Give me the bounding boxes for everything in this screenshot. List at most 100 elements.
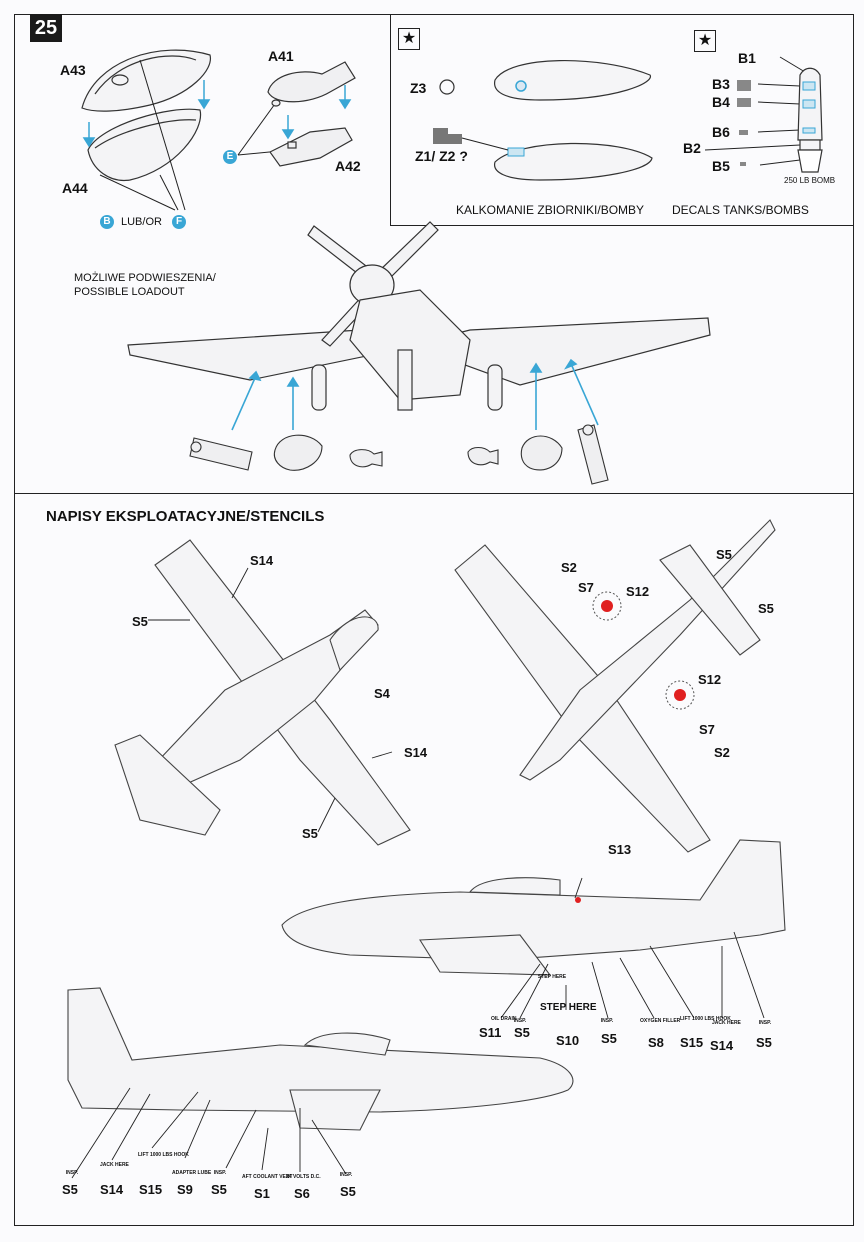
tank-side-decal [507, 147, 525, 157]
part-a44-label: A44 [62, 180, 88, 196]
stencil-s5-c-text: INSP. [758, 1020, 772, 1026]
step-number: 25 [30, 14, 62, 42]
stencil-s12-bottom: S12 [698, 672, 722, 687]
part-a41-label: A41 [268, 48, 294, 64]
badge-f: F [172, 215, 186, 229]
decal-caption-pl: KALKOMANIE ZBIORNIKI/BOMBY [456, 203, 645, 217]
part-a43-label: A43 [60, 62, 86, 78]
stencil-s5-left: S5 [132, 614, 148, 629]
badge-b: B [100, 215, 114, 229]
stencil-left-s14: S14 [100, 1182, 124, 1197]
stencil-s5-b: S5 [601, 1031, 617, 1046]
stencil-s8: S8 [648, 1035, 664, 1050]
decal-b5-label: B5 [712, 158, 730, 174]
stencil-s4: S4 [374, 686, 390, 701]
stencil-left-s9: S9 [177, 1182, 193, 1197]
top-view-aircraft [454, 519, 776, 853]
decal-panel [390, 14, 854, 226]
roundel-top [601, 600, 613, 612]
stencil-left-s15-text: LIFT 1000 LBS HOOK [138, 1152, 189, 1158]
stencil-s14-top: S14 [250, 553, 274, 568]
stencil-s2-top: S2 [561, 560, 577, 575]
stencil-left-s1-text: AFT COOLANT VENT [242, 1174, 293, 1180]
stencil-left-s5-b: S5 [211, 1182, 227, 1197]
side-right-marker [575, 897, 581, 903]
decal-b4-label: B4 [712, 94, 730, 110]
stencil-s7-top: S7 [578, 580, 594, 595]
stencil-s5-tail-b: S5 [758, 601, 774, 616]
section-divider [14, 493, 854, 494]
stencil-leader-lines [71, 567, 765, 1179]
stencil-s5-a: S5 [514, 1025, 530, 1040]
stencil-left-s6: S6 [294, 1186, 310, 1201]
stencil-s8-text: OXYGEN FILLER [640, 1018, 681, 1024]
stencil-s5-tail-a: S5 [716, 547, 732, 562]
stencil-s11: S11 [479, 1025, 502, 1040]
z3-decal [439, 79, 455, 95]
decal-z1-z2-label: Z1/ Z2 ? [415, 148, 468, 164]
stencil-s15-text: LIFT 1000 LBS HOOK [680, 1016, 731, 1022]
leader-lines [99, 59, 291, 211]
stencil-s5-bottom: S5 [302, 826, 318, 841]
side-view-right-aircraft [281, 839, 786, 976]
stencil-s14-text: JACK HERE [712, 1020, 741, 1026]
lub-or-label: LUB/OR [121, 216, 162, 228]
loadout-title-en: POSSIBLE LOADOUT [74, 286, 185, 298]
decal-b6-label: B6 [712, 124, 730, 140]
stencil-left-s6-text: 24 VOLTS D.C. [286, 1174, 321, 1180]
decal-caption-en: DECALS TANKS/BOMBS [672, 203, 809, 217]
badge-e: E [223, 150, 237, 164]
assembly-arrows [82, 80, 352, 148]
stencils-title: NAPISY EKSPLOATACYJNE/STENCILS [46, 508, 325, 525]
z1-z2-decal [433, 128, 462, 144]
star-icon-bombs: ★ [694, 30, 716, 52]
part-a42-label: A42 [335, 158, 361, 174]
stencil-left-s1: S1 [254, 1186, 270, 1201]
decal-b3-label: B3 [712, 76, 730, 92]
decal-b2-label: B2 [683, 140, 701, 156]
b3-swatch [737, 80, 751, 91]
b6-swatch [739, 130, 748, 135]
page-frame [14, 14, 854, 1226]
stencil-left-s5-c-text: INSP. [339, 1172, 353, 1178]
stencil-left-s14-text: JACK HERE [100, 1162, 129, 1168]
side-view-left-aircraft [67, 987, 574, 1131]
decal-b1-label: B1 [738, 50, 756, 66]
stencil-s12-top: S12 [626, 584, 650, 599]
stencil-s10: S10 [556, 1033, 580, 1048]
bottom-view-aircraft [114, 539, 411, 846]
star-icon: ★ [398, 28, 420, 50]
stencil-s5-a-text: INSP. [513, 1018, 527, 1024]
stencil-s2-bottom: S2 [714, 745, 730, 760]
stencil-left-s5-b-text: INSP. [213, 1170, 227, 1176]
stencil-s5-b-text: INSP. [600, 1018, 614, 1024]
stencil-s7-bottom: S7 [699, 722, 715, 737]
bomb-parts [267, 61, 356, 167]
stencil-left-s5-a: S5 [62, 1182, 78, 1197]
stencil-s5-c: S5 [756, 1035, 772, 1050]
decal-z3-label: Z3 [410, 80, 427, 96]
stencil-left-s9-text: ADAPTER LUBE [172, 1170, 212, 1176]
b4-swatch [737, 98, 751, 107]
stencil-s11-text: OIL DRAIN [491, 1016, 517, 1022]
bomb-band-decals [802, 81, 816, 134]
stencil-left-s5-c: S5 [340, 1184, 356, 1199]
loadout-title-pl: MOŻLIWE PODWIESZENIA/ [74, 272, 216, 284]
stencil-left-s5-a-text: INSP. [65, 1170, 79, 1176]
b5-swatch [740, 162, 746, 166]
stencil-s15: S15 [680, 1035, 704, 1050]
tank-decal-views [494, 60, 653, 181]
bomb-caption: 250 LB BOMB [784, 176, 836, 185]
stencil-left-s15: S15 [139, 1182, 163, 1197]
decal-leader-lines [461, 56, 806, 166]
stencil-s10-small-text: STEP HERE [537, 974, 567, 980]
loadout-stores [189, 424, 609, 485]
roundel-bottom [674, 689, 686, 701]
stencil-s14: S14 [710, 1038, 734, 1053]
loadout-arrows [231, 358, 599, 431]
stencil-s10-big-text: STEP HERE [540, 1002, 597, 1013]
stencil-s13: S13 [608, 842, 632, 857]
